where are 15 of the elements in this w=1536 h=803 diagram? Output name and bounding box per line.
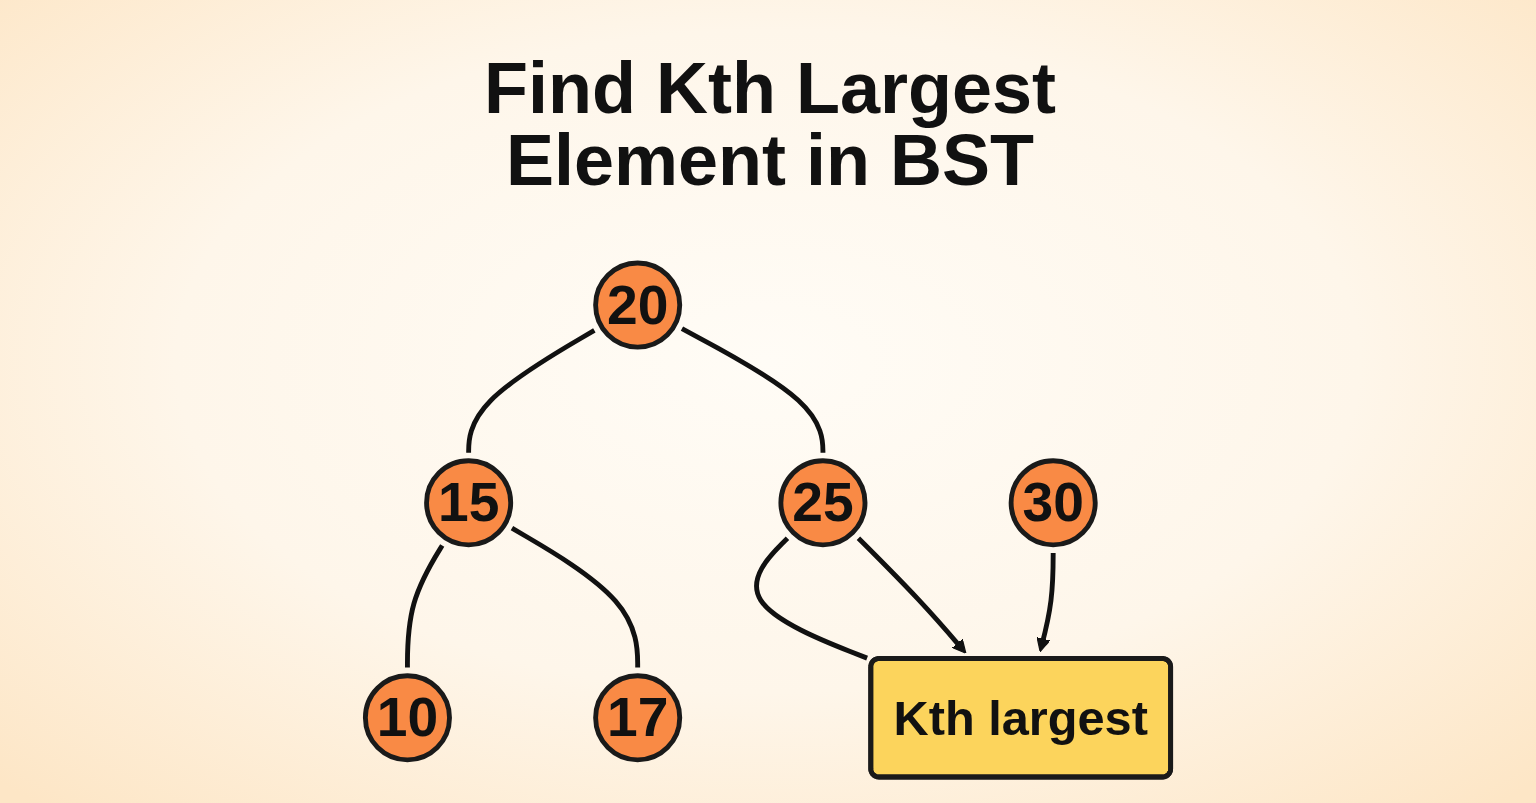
tree-link-line bbox=[405, 544, 445, 668]
tree-node-circle: 30 bbox=[1008, 458, 1098, 548]
arrow bbox=[1036, 551, 1056, 653]
tree-link-line bbox=[466, 328, 596, 454]
tree-node-circle: 25 bbox=[778, 458, 868, 548]
tree-node-circle: 20 bbox=[593, 260, 683, 350]
tree-link-line bbox=[680, 326, 826, 454]
tree-link-line bbox=[754, 536, 868, 661]
tree-node-circle: 10 bbox=[362, 673, 452, 763]
tree-link-line bbox=[510, 526, 641, 668]
arrow bbox=[856, 536, 967, 654]
tree-node-circle: 15 bbox=[424, 458, 514, 548]
callout-box: Kth largest bbox=[868, 656, 1174, 780]
tree-node-circle: 17 bbox=[593, 673, 683, 763]
diagram-title: Find Kth Largest Element in BST bbox=[483, 52, 1057, 196]
